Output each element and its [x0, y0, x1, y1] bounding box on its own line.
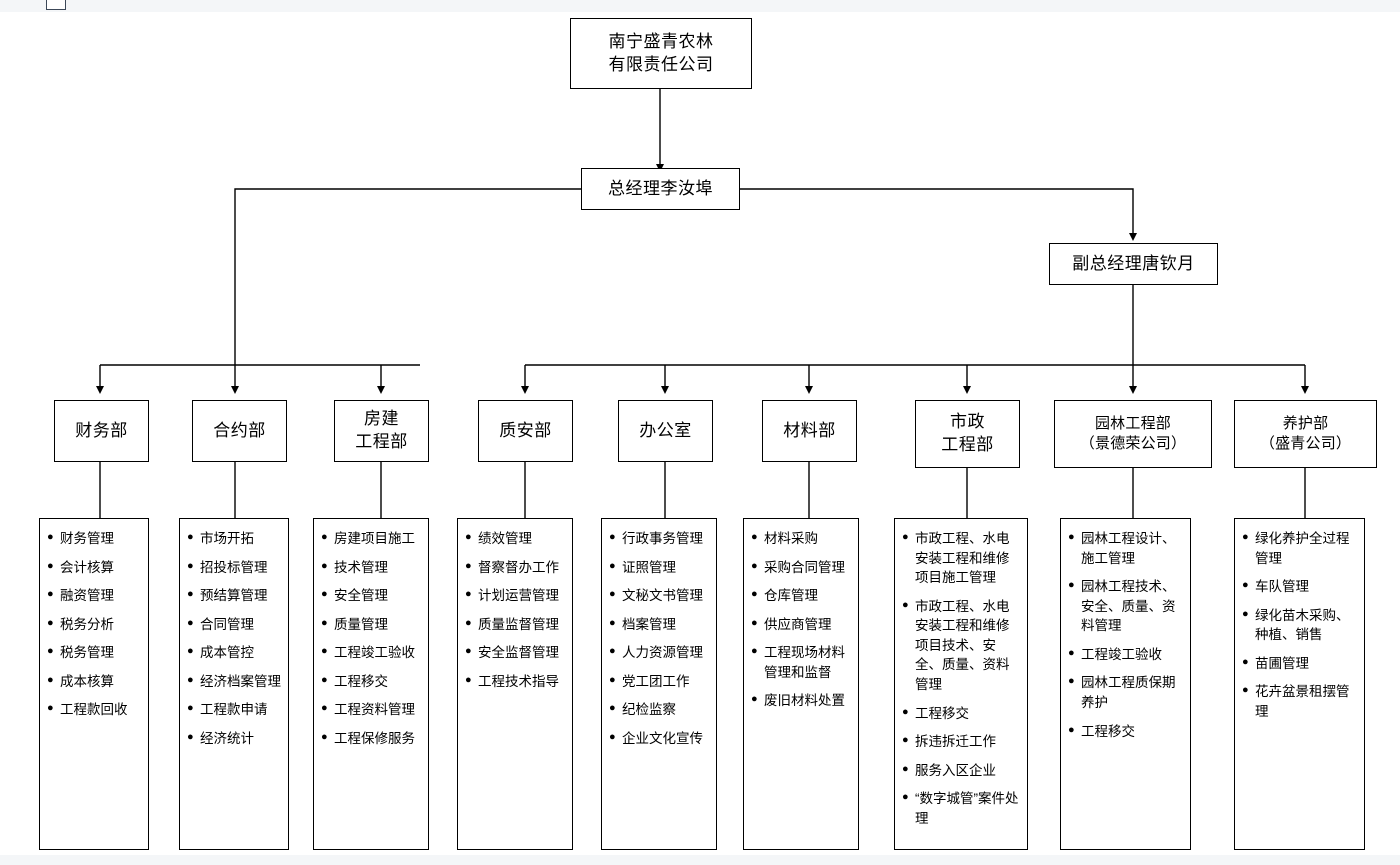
duty-item: 绿化养护全过程管理 [1242, 529, 1358, 568]
duty-item: 质量监督管理 [465, 615, 566, 635]
duty-item: 拆违拆迁工作 [902, 732, 1021, 752]
duty-item: 安全管理 [321, 586, 422, 606]
duty-item: 工程现场材料管理和监督 [751, 643, 852, 682]
duty-item: 税务分析 [47, 615, 142, 635]
duty-item: 工程竣工验收 [321, 643, 422, 663]
duty-item: 绿化苗木采购、种植、销售 [1242, 606, 1358, 645]
window-chrome-top [0, 0, 1400, 12]
duty-item: 房建项目施工 [321, 529, 422, 549]
duty-item: 技术管理 [321, 558, 422, 578]
duty-item: 纪检监察 [609, 700, 710, 720]
duty-item: “数字城管”案件处理 [902, 789, 1021, 828]
window-tab-handle[interactable] [46, 0, 66, 10]
duty-list-maintenance: 绿化养护全过程管理车队管理绿化苗木采购、种植、销售苗圃管理花卉盆景租摆管理 [1234, 518, 1365, 850]
duty-item: 证照管理 [609, 558, 710, 578]
dept-box-materials[interactable]: 材料部 [762, 400, 857, 462]
duty-list-quality-safety: 绩效管理督察督办工作计划运营管理质量监督管理安全监督管理工程技术指导 [457, 518, 573, 850]
duty-item: 人力资源管理 [609, 643, 710, 663]
duty-item: 招投标管理 [187, 558, 282, 578]
duty-item: 工程款申请 [187, 700, 282, 720]
duty-item: 园林工程技术、安全、质量、资料管理 [1068, 577, 1184, 636]
duty-item: 工程移交 [321, 672, 422, 692]
duty-item: 计划运营管理 [465, 586, 566, 606]
duty-item: 车队管理 [1242, 577, 1358, 597]
duty-item: 经济统计 [187, 729, 282, 749]
duty-item: 文秘文书管理 [609, 586, 710, 606]
duty-item: 市政工程、水电安装工程和维修项目技术、安全、质量、资料管理 [902, 597, 1021, 695]
duty-item: 党工团工作 [609, 672, 710, 692]
duty-item: 绩效管理 [465, 529, 566, 549]
duty-item: 市政工程、水电安装工程和维修项目施工管理 [902, 529, 1021, 588]
dept-box-finance[interactable]: 财务部 [54, 400, 149, 462]
duty-item: 工程竣工验收 [1068, 645, 1184, 665]
duty-item: 预结算管理 [187, 586, 282, 606]
duty-items-contract: 市场开拓招投标管理预结算管理合同管理成本管控经济档案管理工程款申请经济统计 [187, 529, 282, 749]
duty-item: 安全监督管理 [465, 643, 566, 663]
duty-item: 会计核算 [47, 558, 142, 578]
duty-items-quality-safety: 绩效管理督察督办工作计划运营管理质量监督管理安全监督管理工程技术指导 [465, 529, 566, 691]
dept-box-housing-engineering[interactable]: 房建 工程部 [334, 400, 429, 462]
duty-item: 采购合同管理 [751, 558, 852, 578]
duty-item: 经济档案管理 [187, 672, 282, 692]
duty-list-materials: 材料采购采购合同管理仓库管理供应商管理工程现场材料管理和监督废旧材料处置 [743, 518, 859, 850]
duty-list-contract: 市场开拓招投标管理预结算管理合同管理成本管控经济档案管理工程款申请经济统计 [179, 518, 289, 850]
duty-items-finance: 财务管理会计核算融资管理税务分析税务管理成本核算工程款回收 [47, 529, 142, 720]
duty-item: 工程款回收 [47, 700, 142, 720]
duty-list-finance: 财务管理会计核算融资管理税务分析税务管理成本核算工程款回收 [39, 518, 149, 850]
dept-box-maintenance[interactable]: 养护部 （盛青公司） [1234, 400, 1377, 468]
duty-item: 苗圃管理 [1242, 654, 1358, 674]
dept-box-landscape-engineering[interactable]: 园林工程部 （景德荣公司） [1054, 400, 1212, 468]
duty-item: 园林工程设计、施工管理 [1068, 529, 1184, 568]
general-manager-box[interactable]: 总经理李汝埠 [581, 168, 740, 210]
duty-item: 工程移交 [1068, 722, 1184, 742]
duty-item: 市场开拓 [187, 529, 282, 549]
duty-items-municipal-engineering: 市政工程、水电安装工程和维修项目施工管理市政工程、水电安装工程和维修项目技术、安… [902, 529, 1021, 828]
duty-item: 档案管理 [609, 615, 710, 635]
duty-item: 工程保修服务 [321, 729, 422, 749]
window-chrome-bottom [0, 855, 1400, 865]
duty-item: 供应商管理 [751, 615, 852, 635]
duty-item: 合同管理 [187, 615, 282, 635]
duty-items-materials: 材料采购采购合同管理仓库管理供应商管理工程现场材料管理和监督废旧材料处置 [751, 529, 852, 711]
duty-item: 质量管理 [321, 615, 422, 635]
duty-list-landscape-engineering: 园林工程设计、施工管理园林工程技术、安全、质量、资料管理工程竣工验收园林工程质保… [1060, 518, 1191, 850]
duty-list-office: 行政事务管理证照管理文秘文书管理档案管理人力资源管理党工团工作纪检监察企业文化宣… [601, 518, 717, 850]
duty-item: 服务入区企业 [902, 761, 1021, 781]
duty-item: 花卉盆景租摆管理 [1242, 682, 1358, 721]
duty-item: 工程技术指导 [465, 672, 566, 692]
duty-list-housing-engineering: 房建项目施工技术管理安全管理质量管理工程竣工验收工程移交工程资料管理工程保修服务 [313, 518, 429, 850]
duty-item: 仓库管理 [751, 586, 852, 606]
duty-item: 税务管理 [47, 643, 142, 663]
duty-item: 材料采购 [751, 529, 852, 549]
duty-items-housing-engineering: 房建项目施工技术管理安全管理质量管理工程竣工验收工程移交工程资料管理工程保修服务 [321, 529, 422, 749]
company-root-box[interactable]: 南宁盛青农林 有限责任公司 [570, 18, 752, 89]
duty-items-landscape-engineering: 园林工程设计、施工管理园林工程技术、安全、质量、资料管理工程竣工验收园林工程质保… [1068, 529, 1184, 741]
duty-item: 企业文化宣传 [609, 729, 710, 749]
duty-item: 成本管控 [187, 643, 282, 663]
duty-item: 工程资料管理 [321, 700, 422, 720]
duty-item: 督察督办工作 [465, 558, 566, 578]
deputy-manager-box[interactable]: 副总经理唐钦月 [1049, 243, 1218, 285]
dept-box-quality-safety[interactable]: 质安部 [478, 400, 573, 462]
duty-item: 园林工程质保期养护 [1068, 673, 1184, 712]
duty-items-office: 行政事务管理证照管理文秘文书管理档案管理人力资源管理党工团工作纪检监察企业文化宣… [609, 529, 710, 749]
duty-list-municipal-engineering: 市政工程、水电安装工程和维修项目施工管理市政工程、水电安装工程和维修项目技术、安… [894, 518, 1028, 850]
dept-box-municipal-engineering[interactable]: 市政 工程部 [915, 400, 1020, 468]
duty-item: 成本核算 [47, 672, 142, 692]
duty-item: 财务管理 [47, 529, 142, 549]
duty-item: 行政事务管理 [609, 529, 710, 549]
duty-items-maintenance: 绿化养护全过程管理车队管理绿化苗木采购、种植、销售苗圃管理花卉盆景租摆管理 [1242, 529, 1358, 722]
duty-item: 废旧材料处置 [751, 691, 852, 711]
dept-box-contract[interactable]: 合约部 [192, 400, 287, 462]
duty-item: 融资管理 [47, 586, 142, 606]
duty-item: 工程移交 [902, 704, 1021, 724]
dept-box-office[interactable]: 办公室 [618, 400, 713, 462]
